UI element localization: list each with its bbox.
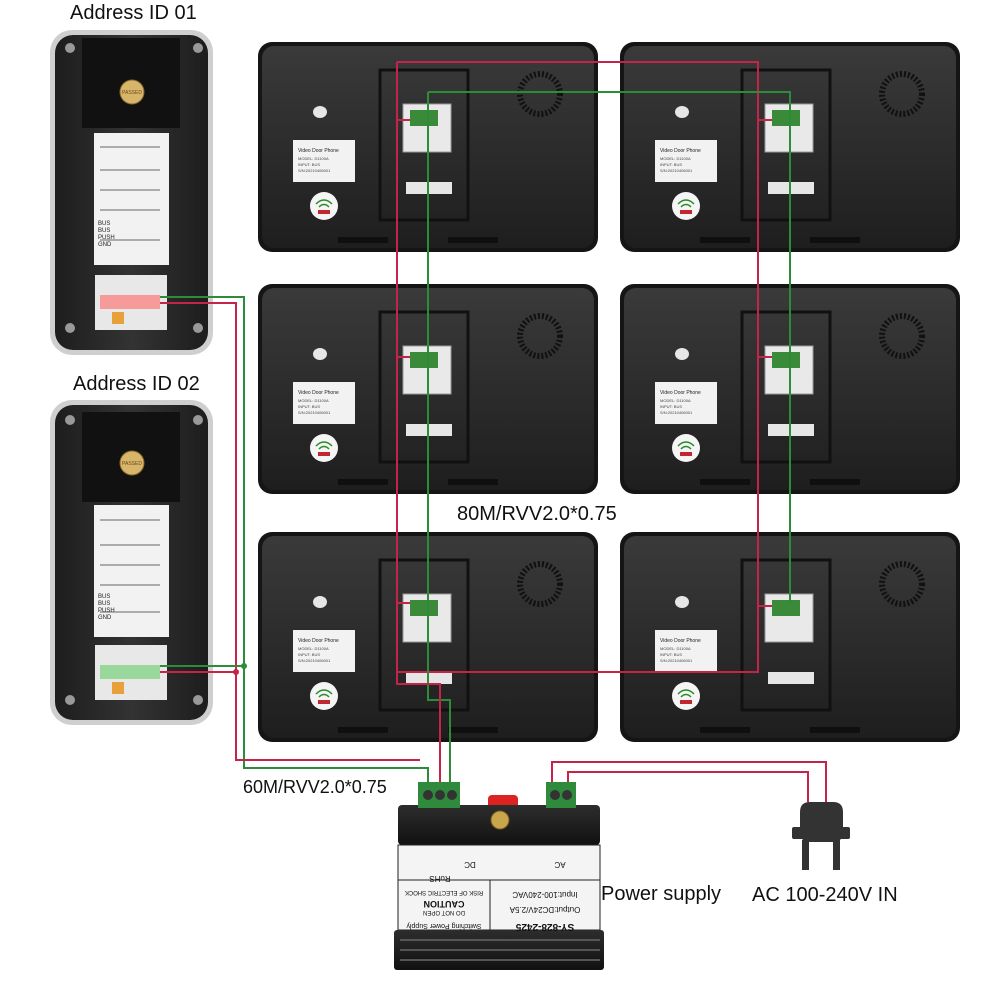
door1-pass-text: PASSED — [122, 90, 142, 96]
door-station-1 — [50, 30, 213, 355]
green-bus-wire-right — [428, 91, 791, 603]
door2-pass-text: PASSED — [122, 461, 142, 467]
speaker-grille — [517, 71, 563, 117]
psu-rohs-text: RoHS — [429, 874, 450, 883]
speaker-grille — [879, 561, 925, 607]
wifi-icon — [310, 434, 338, 462]
psu-ac-text: AC — [554, 860, 565, 869]
door2-bus-label-1: BUS — [98, 594, 110, 600]
monitor-sticker-line: MODEL: D1100A — [660, 398, 691, 403]
psu-input-text: Input:100-240VAC — [512, 890, 577, 899]
ac-input-label: AC 100-240V IN — [752, 884, 898, 906]
wifi-icon — [310, 682, 338, 710]
speaker-grille — [517, 313, 563, 359]
door-station-2-label: Address ID 02 — [73, 373, 200, 395]
monitor-sticker-line: S/N:20210406001 — [298, 658, 331, 663]
psu-output-text: Output:DC24V/2.5A — [509, 905, 580, 914]
monitor-sticker-line: INPUT: BUS — [660, 404, 682, 409]
speaker-grille — [517, 561, 563, 607]
power-supply-label: Power supply — [601, 883, 722, 905]
ac-red-wire-1 — [551, 761, 827, 802]
psu-caution-text: CAUTION — [424, 899, 465, 909]
monitor-sticker-title: Video Door Phone — [660, 390, 701, 396]
door2-bus-label-4: GND — [98, 615, 112, 621]
wifi-icon — [672, 434, 700, 462]
psu-warning-text: RISK OF ELECTRIC SHOCK — [405, 889, 483, 895]
ac-red-wire-2 — [567, 771, 809, 802]
monitor-sticker-title: Video Door Phone — [660, 638, 701, 644]
monitor-sticker-line: MODEL: D1100A — [298, 646, 329, 651]
wifi-icon — [672, 192, 700, 220]
red-to-psu — [396, 672, 441, 782]
psu-label-text: DC AC RoHS CAUTION RISK OF ELECTRIC SHOC… — [405, 860, 581, 932]
monitor-sticker-line: S/N:20210406001 — [660, 168, 693, 173]
psu-model-text: SY-828-2425 — [515, 921, 574, 932]
monitor-sticker-line: INPUT: BUS — [660, 652, 682, 657]
door1-bus-label-4: GND — [98, 242, 112, 248]
psu-warning2-text: DO NOT OPEN — [423, 909, 465, 915]
monitor-sticker-title: Video Door Phone — [660, 148, 701, 154]
door-station-1-label: Address ID 01 — [70, 2, 197, 24]
door2-bus-label-3: PUSH — [98, 608, 115, 614]
monitor-sticker-title: Video Door Phone — [298, 390, 339, 396]
monitor-sticker-line: MODEL: D1100A — [298, 156, 329, 161]
door1-bus-label-1: BUS — [98, 221, 110, 227]
psu-name-text: Switching Power Supply — [406, 922, 482, 929]
monitor-sticker-line: INPUT: BUS — [660, 162, 682, 167]
psu-dc-text: DC — [464, 860, 476, 869]
speaker-grille — [879, 313, 925, 359]
monitor-sticker-line: INPUT: BUS — [298, 404, 320, 409]
door-cable-label: 60M/RVV2.0*0.75 — [243, 777, 387, 797]
monitor-sticker-line: S/N:20210406001 — [660, 410, 693, 415]
red-bus-wire — [396, 61, 759, 673]
power-supply-unit — [394, 782, 604, 970]
monitor-sticker-line: MODEL: D1100A — [660, 156, 691, 161]
monitor-sticker-line: S/N:20210406001 — [298, 168, 331, 173]
wifi-icon — [672, 682, 700, 710]
monitor-cable-label: 80M/RVV2.0*0.75 — [457, 503, 617, 525]
monitor-sticker-line: S/N:20210406001 — [660, 658, 693, 663]
speaker-grille — [879, 71, 925, 117]
wiring — [160, 61, 827, 802]
wifi-icon — [310, 192, 338, 220]
door1-green-wire — [160, 296, 429, 782]
monitor-sticker-title: Video Door Phone — [298, 148, 339, 154]
monitor-sticker-line: INPUT: BUS — [298, 652, 320, 657]
monitor-sticker-line: S/N:20210406001 — [298, 410, 331, 415]
monitor-sticker-line: MODEL: D1100A — [660, 646, 691, 651]
monitor-sticker-line: INPUT: BUS — [298, 162, 320, 167]
door-station-2 — [50, 400, 213, 725]
door1-bus-label-2: BUS — [98, 228, 110, 234]
door2-bus-label-2: BUS — [98, 601, 110, 607]
monitor-sticker-title: Video Door Phone — [298, 638, 339, 644]
monitor-sticker-line: MODEL: D1100A — [298, 398, 329, 403]
door1-red-wire — [160, 302, 420, 761]
ac-plug-icon — [792, 802, 850, 870]
door1-bus-label-3: PUSH — [98, 235, 115, 241]
